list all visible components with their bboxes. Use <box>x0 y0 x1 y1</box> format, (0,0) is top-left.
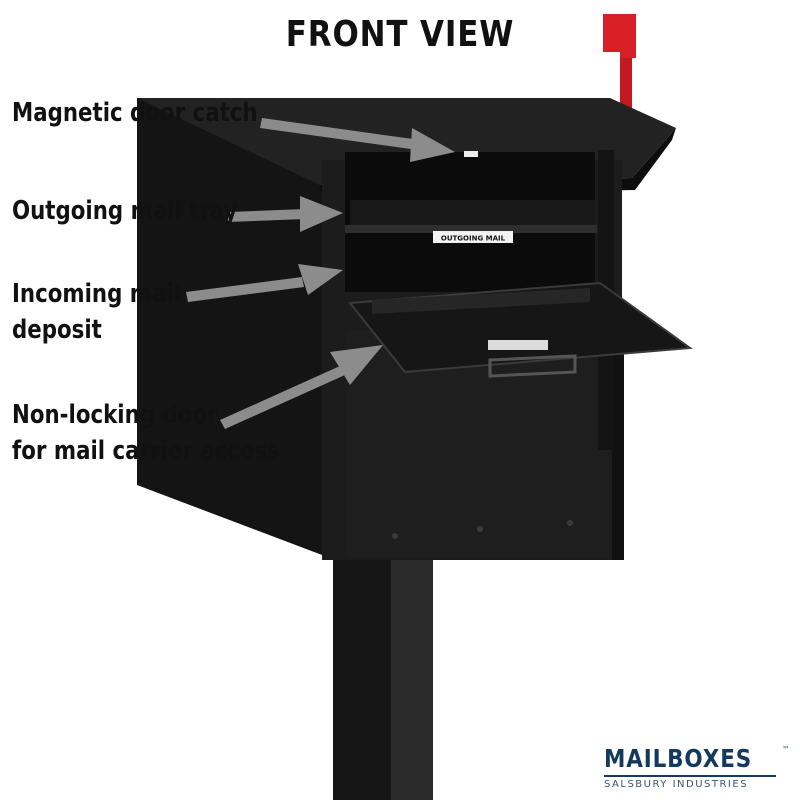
callout-arrows <box>186 118 455 429</box>
magnetic-catch <box>464 151 478 157</box>
brand-logo: MAILBOXES ™ SALSBURY INDUSTRIES <box>604 744 790 790</box>
callout-incoming-mail-deposit: Incoming mail deposit <box>12 276 181 348</box>
outgoing-mail-label-text: OUTGOING MAIL <box>441 235 506 243</box>
callout-line: Magnetic door catch <box>12 98 258 128</box>
deposit-door <box>348 281 693 378</box>
logo-trademark: ™ <box>782 745 790 754</box>
outgoing-mail-label <box>433 231 513 243</box>
arrow-incoming-mail-deposit <box>186 264 343 302</box>
callout-outgoing-mail-tray: Outgoing mail tray <box>12 193 238 229</box>
callout-line: for mail carrier access <box>12 436 280 466</box>
arrow-magnetic-door-catch <box>260 118 455 162</box>
callout-line: Outgoing mail tray <box>12 196 238 226</box>
logo-company: SALSBURY INDUSTRIES <box>604 779 749 790</box>
post <box>333 545 433 800</box>
logo-brand: MAILBOXES <box>604 744 753 773</box>
callout-line: Incoming mail <box>12 279 182 309</box>
callout-line: deposit <box>12 315 102 345</box>
arrow-outgoing-mail-tray <box>228 196 343 232</box>
page-title: FRONT VIEW <box>285 14 515 55</box>
callout-non-locking-door: Non-locking door for mail carrier access <box>12 397 280 469</box>
arrow-non-locking-door <box>220 345 383 429</box>
callout-magnetic-door-catch: Magnetic door catch <box>12 95 258 131</box>
logo-divider <box>604 775 776 777</box>
callout-line: Non-locking door <box>12 400 218 430</box>
